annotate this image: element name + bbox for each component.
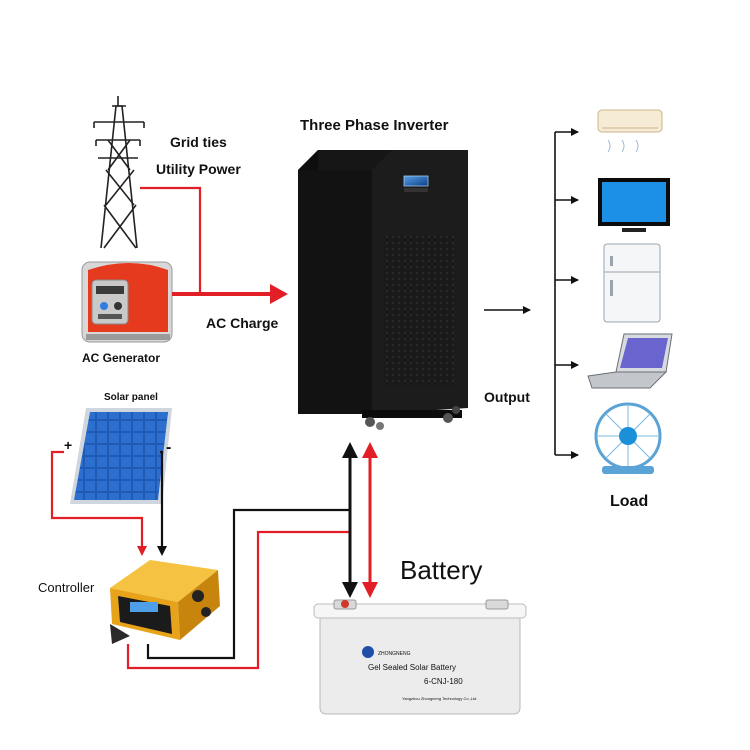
controller-icon (110, 560, 220, 644)
solar-panel-label: Solar panel (104, 392, 158, 403)
tower-icon (93, 96, 145, 249)
output-label: Output (484, 389, 530, 405)
ac-generator-label: AC Generator (82, 351, 160, 365)
laptop-icon (587, 333, 673, 389)
dc-wiring (50, 442, 378, 670)
solar-minus-label: - (166, 439, 171, 456)
battery-label: Battery (400, 555, 482, 585)
battery-brand: ZHONGNENG (378, 651, 411, 657)
tv-icon (598, 178, 670, 232)
ac-charge-wiring (140, 186, 288, 304)
grid-ties-label: Grid ties (170, 134, 227, 150)
battery-model-code: 6-CNJ-180 (424, 677, 463, 686)
inverter-title: Three Phase Inverter (300, 117, 449, 134)
load-label: Load (610, 493, 648, 510)
air-conditioner-icon (597, 109, 663, 153)
battery-icon: ZHONGNENG Gel Sealed Solar Battery 6-CNJ… (313, 599, 527, 715)
output-wiring (484, 128, 579, 459)
fan-icon (594, 402, 662, 474)
ac-charge-label: AC Charge (206, 315, 279, 331)
solar-plus-label: + (64, 437, 72, 453)
controller-label: Controller (38, 580, 95, 595)
solar-panel-icon (70, 408, 172, 504)
generator-icon (81, 261, 173, 343)
inverter-icon (298, 150, 468, 430)
battery-maker: Yangzhou Zhongneng Technology Co.,Ltd (402, 696, 476, 701)
fridge-icon (603, 243, 661, 323)
battery-model-line: Gel Sealed Solar Battery (368, 663, 456, 672)
utility-power-label: Utility Power (156, 161, 241, 177)
